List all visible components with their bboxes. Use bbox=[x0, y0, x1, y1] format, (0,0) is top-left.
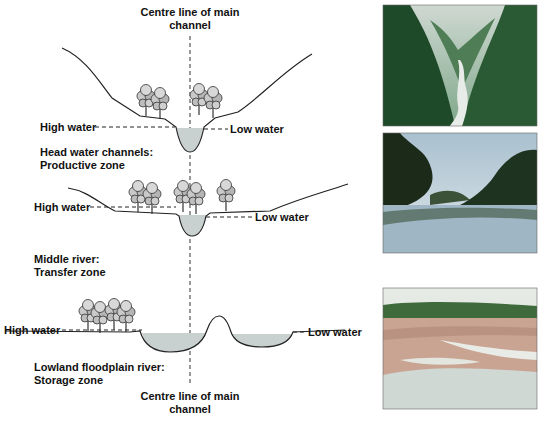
water-level-label: High water bbox=[40, 121, 96, 134]
water-level-label: High water bbox=[4, 324, 60, 337]
photo-headwater bbox=[383, 5, 537, 126]
centre-line-label: Centre line of main channel bbox=[140, 390, 240, 416]
water-level-label: Low water bbox=[255, 211, 309, 224]
zone-label: Head water channels: Productive zone bbox=[40, 146, 170, 172]
water-level-label: Low water bbox=[308, 326, 362, 339]
photo-floodplain bbox=[383, 288, 537, 409]
water-level-label: High water bbox=[34, 201, 90, 214]
zone-label: Lowland floodplain river: Storage zone bbox=[34, 361, 199, 387]
photo-middle-river bbox=[383, 133, 537, 253]
zone-label: Middle river: Transfer zone bbox=[34, 253, 134, 279]
centre-line-label: Centre line of main channel bbox=[140, 6, 240, 32]
water-level-label: Low water bbox=[230, 123, 284, 136]
